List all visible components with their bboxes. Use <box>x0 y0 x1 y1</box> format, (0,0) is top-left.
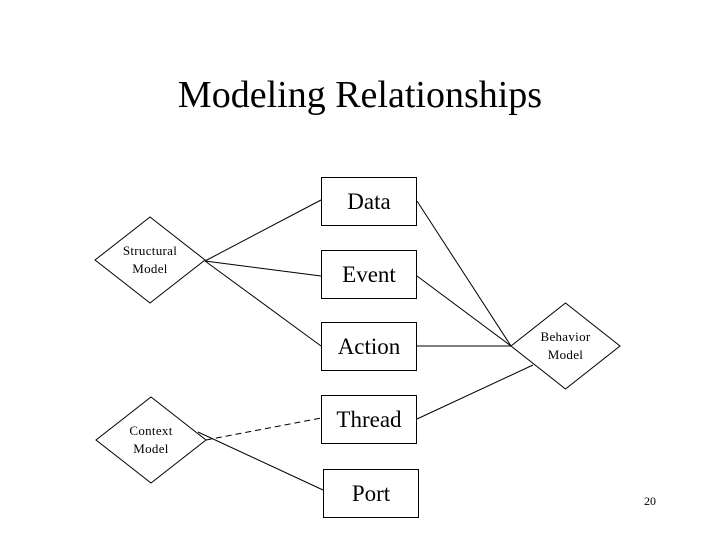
connector-context-to-thread <box>205 417 322 441</box>
connector-structural-to-data <box>204 199 322 262</box>
diamond-label-line2-context-model: Model <box>133 441 169 456</box>
connector-structural-to-event <box>204 260 322 277</box>
diamond-label-line1-context-model: Context <box>129 423 173 438</box>
diamond-shape-context-model <box>95 396 207 484</box>
diamond-label-line2-behavior-model: Model <box>547 347 584 362</box>
node-box-label-action: Action <box>337 333 401 359</box>
node-box-label-thread: Thread <box>336 406 402 432</box>
node-box-port[interactable]: Port <box>323 469 419 518</box>
page-number: 20 <box>644 494 656 508</box>
diamond-label-line1-behavior-model: Behavior <box>540 329 591 344</box>
diamond-shape-behavior-model <box>510 302 621 390</box>
node-box-thread[interactable]: Thread <box>321 395 417 444</box>
diamond-label-line2-structural-model: Model <box>132 261 168 276</box>
connector-data-to-behavior <box>416 200 512 347</box>
connector-event-to-behavior <box>416 275 512 347</box>
connector-context-to-port <box>197 431 324 491</box>
slide-title: Modeling Relationships <box>177 74 543 116</box>
connector-structural-to-action <box>204 260 322 347</box>
diamond-shape-structural-model <box>94 216 206 304</box>
node-box-event[interactable]: Event <box>321 250 417 299</box>
node-box-action[interactable]: Action <box>321 322 417 371</box>
node-box-label-port: Port <box>351 480 391 506</box>
node-box-data[interactable]: Data <box>321 177 417 226</box>
connector-thread-to-behavior <box>416 364 534 420</box>
node-box-label-event: Event <box>342 261 396 287</box>
diamond-label-line1-structural-model: Structural <box>122 243 178 258</box>
node-box-label-data: Data <box>347 188 391 214</box>
